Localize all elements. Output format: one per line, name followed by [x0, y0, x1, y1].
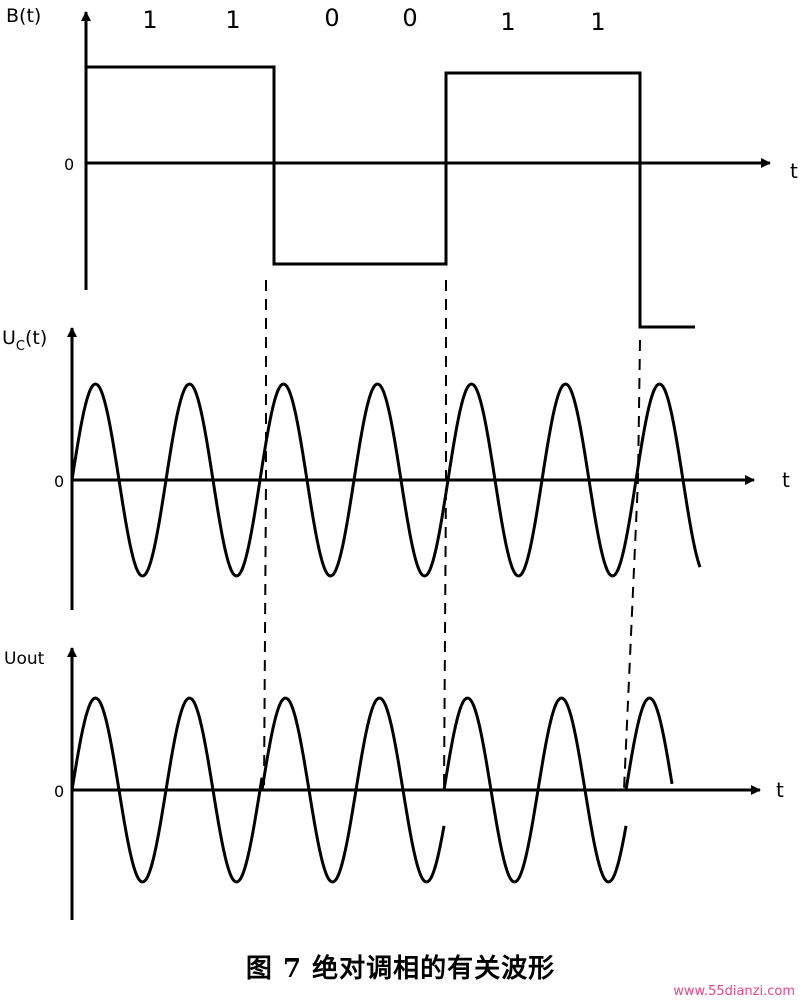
- bit-labels: 1 1 0 0 1 1: [142, 4, 605, 36]
- figure-caption: 图 7 绝对调相的有关波形: [245, 954, 556, 984]
- uout-origin-label: 0: [54, 782, 64, 801]
- bit-label: 1: [500, 8, 515, 36]
- uc-carrier-wave: [70, 382, 702, 578]
- bit-label: 1: [590, 8, 605, 36]
- uc-origin-label: 0: [54, 472, 64, 491]
- guide-line-3: [623, 339, 641, 791]
- bt-y-label: B(t): [6, 5, 41, 27]
- bit-label: 1: [225, 6, 240, 34]
- caption-container: 图 7 绝对调相的有关波形: [0, 948, 801, 985]
- uc-y-label: UC(t): [2, 327, 47, 354]
- bt-square-wave: [86, 65, 695, 329]
- uout-panel: Uout 0 t: [4, 647, 784, 920]
- guide-line-1: [263, 280, 267, 791]
- bit-label: 0: [324, 4, 339, 32]
- bt-panel: B(t) 0 t 1 1 0 0 1 1: [6, 4, 798, 329]
- uc-x-label: t: [782, 468, 790, 492]
- watermark: www.55dianzi.com: [673, 984, 795, 999]
- bt-origin-label: 0: [64, 155, 74, 174]
- bit-label: 1: [142, 6, 157, 34]
- guide-line-2: [443, 280, 447, 791]
- uout-x-label: t: [776, 778, 784, 802]
- bt-x-label: t: [790, 159, 798, 183]
- uc-panel: UC(t) 0 t: [2, 327, 790, 610]
- uout-y-label: Uout: [4, 649, 45, 669]
- uout-modulated-wave: [70, 696, 674, 884]
- bit-label: 0: [402, 4, 417, 32]
- transition-guides: [263, 280, 641, 791]
